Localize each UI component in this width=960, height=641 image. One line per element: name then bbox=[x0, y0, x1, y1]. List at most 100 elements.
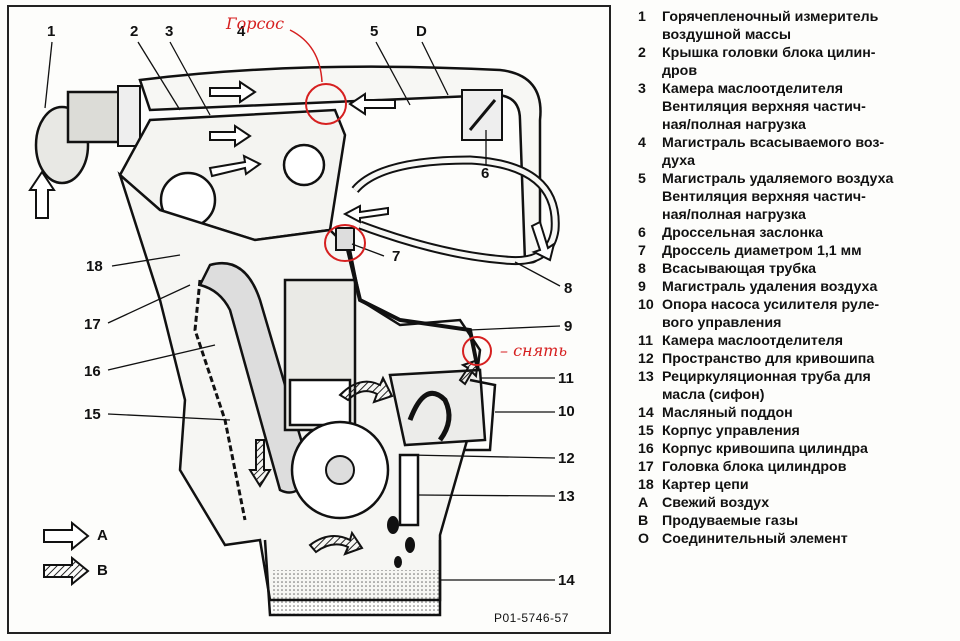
callout-18: 18 bbox=[86, 258, 103, 275]
fresh-air-arrows bbox=[28, 80, 556, 262]
legend-item-text: Корпус управления bbox=[662, 423, 800, 439]
legend-item-text: Магистраль удаления воздуха bbox=[662, 279, 878, 295]
blowby-gas-arrows bbox=[248, 358, 480, 556]
legend-item-text: Рециркуляционная труба для масла (сифон) bbox=[662, 369, 871, 403]
oil-return-pipe bbox=[398, 453, 420, 527]
legend-item-text: Горячепленочный измеритель воздушной мас… bbox=[662, 9, 879, 43]
red-circle-top bbox=[305, 83, 347, 125]
red-circle-middle bbox=[324, 224, 366, 262]
air-mass-meter bbox=[34, 85, 141, 185]
legend-item: 12 Пространство для кривошипа bbox=[638, 350, 956, 368]
camshaft-right bbox=[282, 143, 326, 187]
legend-item-text: Головка блока цилиндров bbox=[662, 459, 847, 475]
piston bbox=[288, 378, 352, 427]
breather-hose-inner bbox=[353, 157, 558, 264]
annotation-right: – снять bbox=[500, 341, 568, 360]
legend-item-number: 3 bbox=[638, 81, 646, 97]
legend-item-number: 17 bbox=[638, 459, 654, 475]
legend-item-number: 14 bbox=[638, 405, 654, 421]
legend-item: 15 Корпус управления bbox=[638, 422, 956, 440]
callout-1: 1 bbox=[47, 23, 56, 40]
throttle-valve bbox=[461, 89, 503, 141]
callout-2: 2 bbox=[130, 23, 139, 40]
legend-item-number: 2 bbox=[638, 45, 646, 61]
legend-item-number: O bbox=[638, 531, 650, 547]
leader-lines bbox=[44, 41, 561, 581]
legend-item-text: Магистраль всасываемого воз- духа bbox=[662, 135, 885, 169]
oil-drops bbox=[387, 516, 415, 568]
callout-5: 5 bbox=[370, 23, 379, 40]
legend-item: 8 Всасывающая трубка bbox=[638, 260, 956, 278]
legend-item-number: 4 bbox=[638, 135, 646, 151]
legend-item-number: A bbox=[638, 495, 649, 511]
legend-item-text: Масляный поддон bbox=[662, 405, 793, 421]
callout-17: 17 bbox=[84, 316, 101, 333]
engine-diagram-panel: 1 2 3 4 5 D 6 7 8 9 10 11 12 13 14 15 16… bbox=[7, 5, 611, 634]
callout-11: 11 bbox=[558, 370, 574, 387]
oil-pan bbox=[263, 539, 442, 617]
callout-13: 13 bbox=[558, 488, 575, 505]
callout-12: 12 bbox=[558, 450, 575, 467]
callout-9: 9 bbox=[564, 318, 573, 335]
legend-item-number: 16 bbox=[638, 441, 654, 457]
legend-item-number: 11 bbox=[638, 333, 653, 349]
legend-item-text: Всасывающая трубка bbox=[662, 261, 817, 277]
diagram-frame bbox=[7, 5, 611, 634]
legend-item-text: Опора насоса усилителя руле- вого управл… bbox=[662, 297, 880, 331]
legend-item-text: Соединительный элемент bbox=[662, 531, 848, 547]
oil-level bbox=[271, 570, 439, 614]
legend-item-number: 13 bbox=[638, 369, 654, 385]
legend-item-text: Свежий воздух bbox=[662, 495, 770, 511]
callout-15: 15 bbox=[84, 406, 101, 423]
annotation-top: Горсос bbox=[226, 14, 285, 33]
legend-item-number: 8 bbox=[638, 261, 646, 277]
siphon-tube bbox=[407, 390, 452, 442]
legend-item-number: 18 bbox=[638, 477, 654, 493]
legend-item: 10 Опора насоса усилителя руле- вого упра… bbox=[638, 296, 956, 332]
legend-item: 4 Магистраль всасываемого воз- духа bbox=[638, 134, 956, 170]
legend-item-text: Корпус кривошипа цилиндра bbox=[662, 441, 868, 457]
legend-item-number: 12 bbox=[638, 351, 654, 367]
legend-item-number: B bbox=[638, 513, 649, 529]
legend-item-text: Камера маслоотделителя Вентиляция верхня… bbox=[662, 81, 866, 133]
flow-legend-a-label: A bbox=[97, 527, 108, 544]
legend-item: A Свежий воздух bbox=[638, 494, 956, 512]
callout-d: D bbox=[416, 23, 427, 40]
legend-item: 14 Масляный поддон bbox=[638, 404, 956, 422]
legend-item-number: 10 bbox=[638, 297, 654, 313]
legend-item: 17 Головка блока цилиндров bbox=[638, 458, 956, 476]
oil-separator-chamber bbox=[388, 368, 487, 447]
legend-item: 16 Корпус кривошипа цилиндра bbox=[638, 440, 956, 458]
crank-pin bbox=[325, 455, 355, 485]
legend-item: 7 Дроссель диаметром 1,1 мм bbox=[638, 242, 956, 260]
legend-item-text: Камера маслоотделителя bbox=[662, 333, 844, 349]
legend-item: O Соединительный элемент bbox=[638, 530, 956, 548]
callout-7: 7 bbox=[392, 248, 401, 265]
legend-item-text: Дроссельная заслонка bbox=[662, 225, 824, 241]
legend-item-number: 15 bbox=[638, 423, 654, 439]
intake-duct bbox=[138, 65, 542, 264]
legend-item: 11 Камера маслоотделителя bbox=[638, 332, 956, 350]
legend-item-number: 9 bbox=[638, 279, 646, 295]
vent-line bbox=[346, 249, 480, 371]
legend-item: 13 Рециркуляционная труба для масла (сифо… bbox=[638, 368, 956, 404]
figure-id: P01-5746-57 bbox=[494, 611, 569, 625]
legend-item-number: 7 bbox=[638, 243, 646, 259]
legend-item-text: Дроссель диаметром 1,1 мм bbox=[662, 243, 862, 259]
flow-legend-b-label: B bbox=[97, 562, 108, 579]
legend-item: 9 Магистраль удаления воздуха bbox=[638, 278, 956, 296]
legend-item-text: Продуваемые газы bbox=[662, 513, 799, 529]
legend-arrow-b bbox=[43, 555, 90, 587]
callout-8: 8 bbox=[564, 280, 573, 297]
legend-item-text: Пространство для кривошипа bbox=[662, 351, 875, 367]
legend-item-number: 5 bbox=[638, 171, 646, 187]
orifice-connector bbox=[335, 227, 355, 251]
red-pointer-top bbox=[289, 29, 323, 83]
callout-16: 16 bbox=[84, 363, 101, 380]
